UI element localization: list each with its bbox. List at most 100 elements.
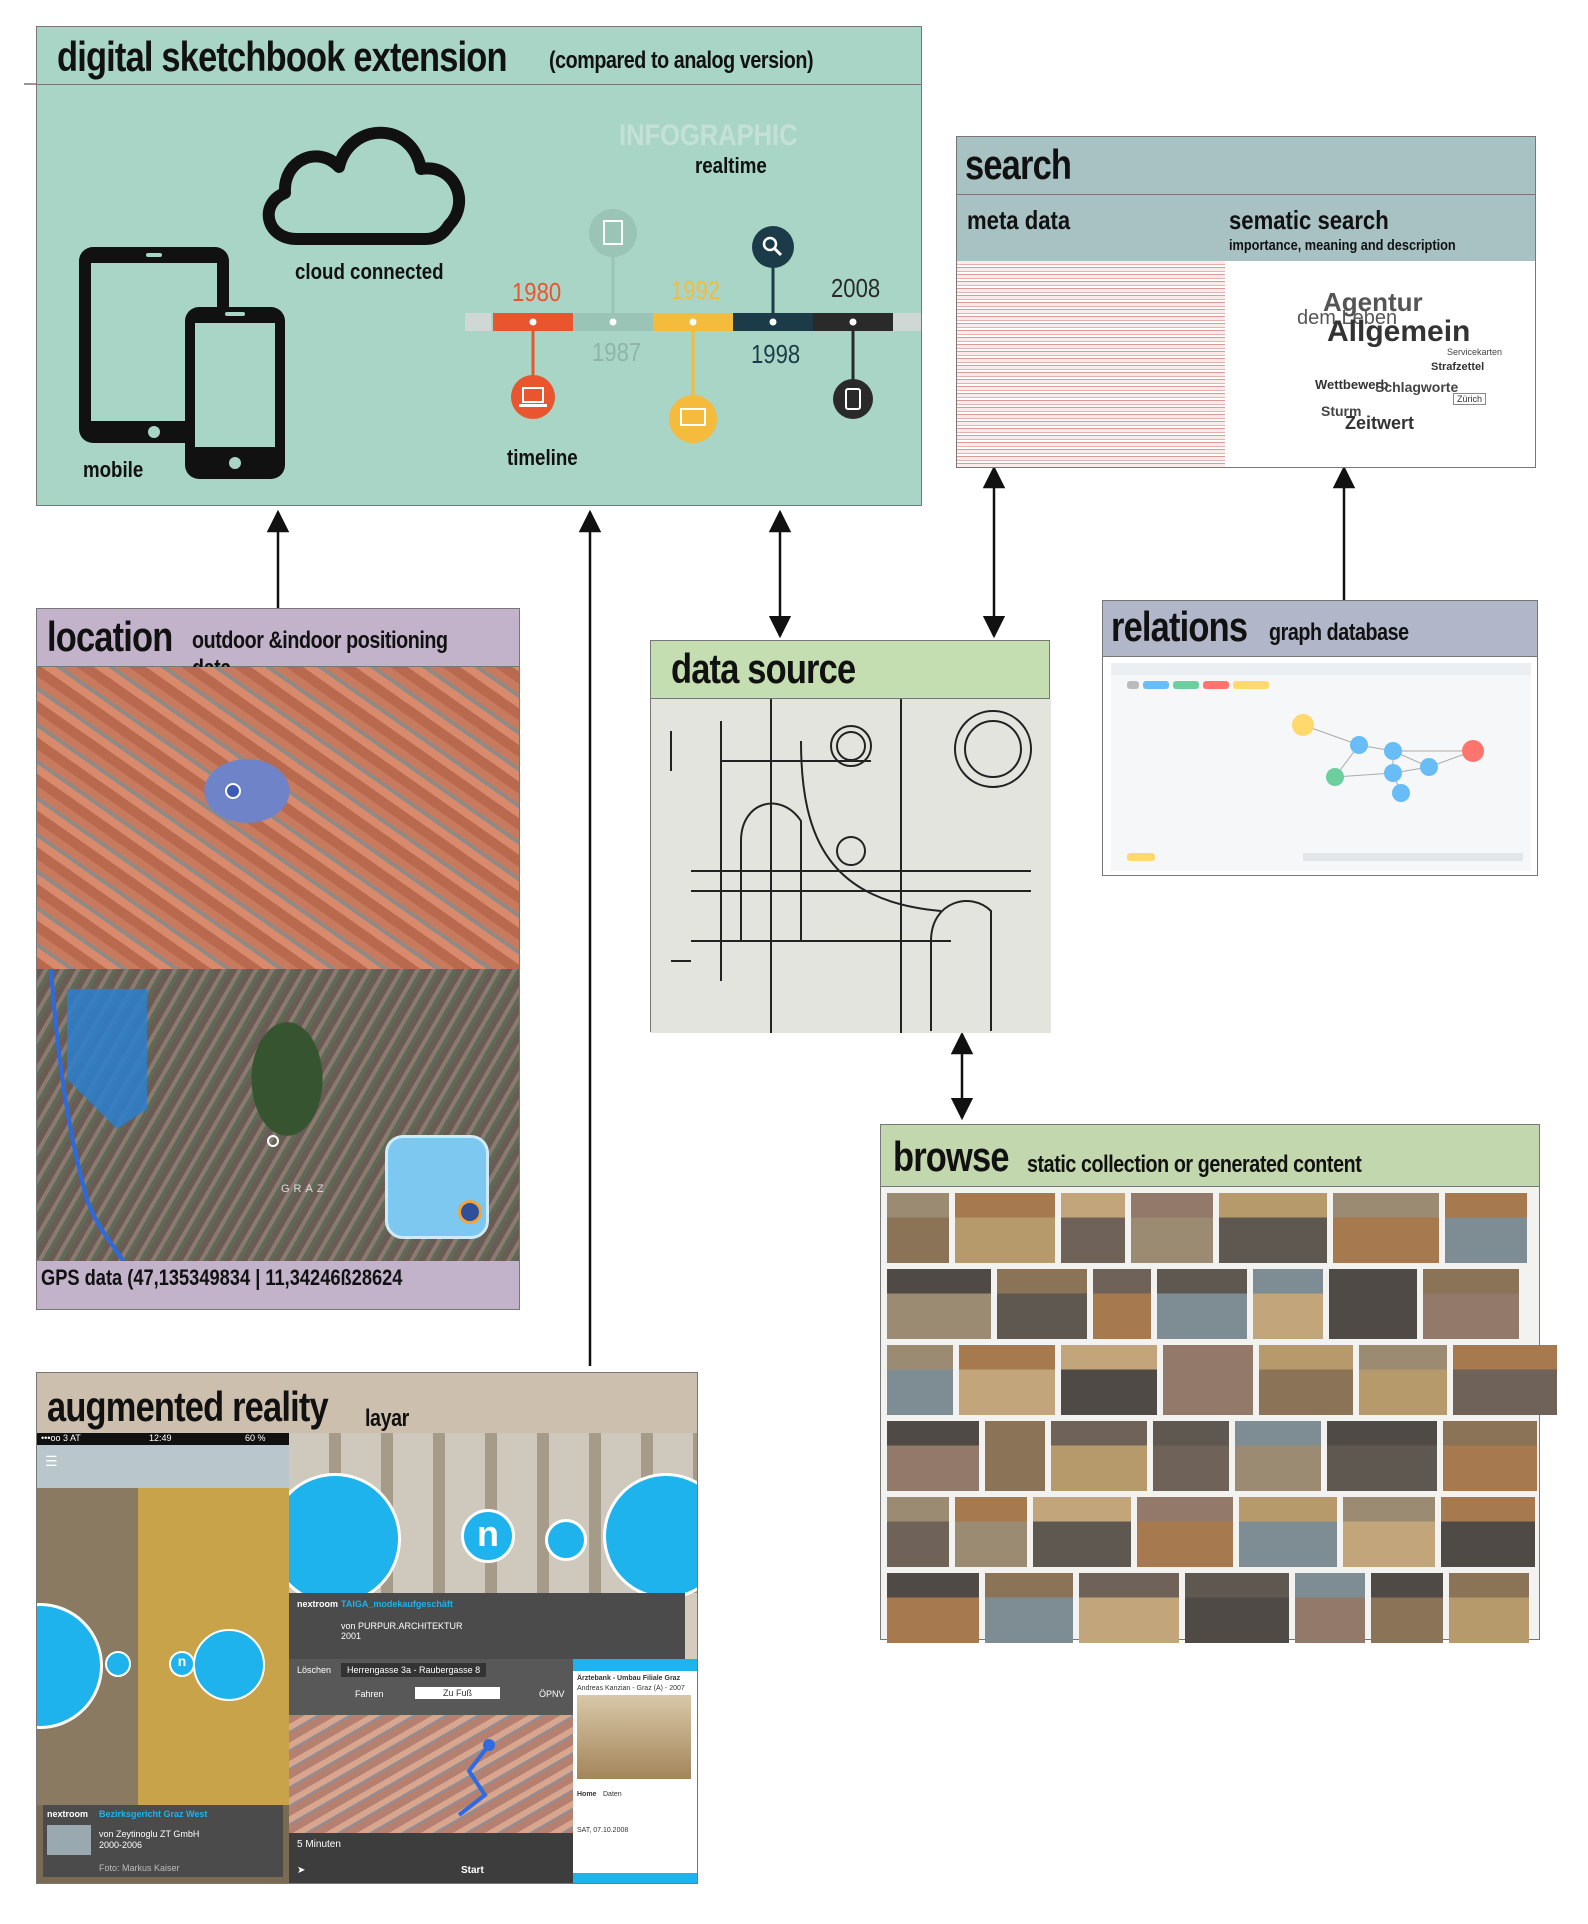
satellite-overlays xyxy=(49,969,279,1261)
browse-thumbnail[interactable] xyxy=(1033,1497,1131,1567)
browse-thumbnail[interactable] xyxy=(1235,1421,1321,1491)
side-tab-home[interactable]: Home xyxy=(577,1791,597,1798)
browse-thumbnail[interactable] xyxy=(955,1497,1027,1567)
location-marker-icon xyxy=(225,783,241,799)
graph-database-screenshot xyxy=(1111,663,1531,871)
browse-thumbnail[interactable] xyxy=(1441,1497,1535,1567)
browse-thumbnail[interactable] xyxy=(1371,1573,1443,1643)
browse-thumbnail[interactable] xyxy=(1185,1573,1289,1643)
browse-thumbnail[interactable] xyxy=(1327,1421,1437,1491)
ar-bubble-mid[interactable] xyxy=(545,1519,587,1561)
location-title: location xyxy=(47,613,173,660)
timeline-marker-1980 xyxy=(511,375,555,419)
browse-thumbnail[interactable] xyxy=(1137,1497,1233,1567)
map-city-label: GRAZ xyxy=(281,1183,328,1195)
ar-bubble-medium[interactable] xyxy=(193,1629,265,1701)
browse-thumbnail[interactable] xyxy=(1239,1497,1337,1567)
tab-walk[interactable]: Zu Fuß xyxy=(415,1687,501,1699)
browse-thumbnail[interactable] xyxy=(1219,1193,1327,1263)
browse-thumbnail[interactable] xyxy=(1449,1573,1529,1643)
browse-thumbnail[interactable] xyxy=(1359,1345,1447,1415)
browse-thumbnail[interactable] xyxy=(887,1345,953,1415)
browse-thumbnail[interactable] xyxy=(887,1193,949,1263)
browse-thumbnail[interactable] xyxy=(1329,1269,1417,1339)
ar-bubble-left[interactable] xyxy=(289,1473,401,1605)
browse-thumbnail[interactable] xyxy=(985,1573,1073,1643)
browse-thumbnail[interactable] xyxy=(1333,1193,1439,1263)
word-wettbewerb: Wettbewerb xyxy=(1315,377,1389,392)
browse-thumbnail[interactable] xyxy=(1343,1497,1435,1567)
ar-bubble-small[interactable] xyxy=(105,1651,131,1677)
realtime-label: realtime xyxy=(695,153,767,178)
infographic-label: INFOGRAPHIC xyxy=(619,119,798,152)
poi-bottom-title: Bezirksgericht Graz West xyxy=(99,1809,208,1819)
ar-phone-left: •••oo 3 AT 12:49 60 % ☰ n nextroom Bezir… xyxy=(37,1433,289,1883)
relations-title: relations xyxy=(1111,603,1248,650)
browse-thumbnail[interactable] xyxy=(887,1573,979,1643)
browse-thumbnail[interactable] xyxy=(887,1421,979,1491)
side-tab-data[interactable]: Daten xyxy=(603,1791,622,1798)
browse-header: browse static collection or generated co… xyxy=(881,1125,1539,1187)
meta-data-label: meta data xyxy=(967,205,1071,235)
start-button[interactable]: Start xyxy=(461,1865,484,1876)
browse-thumbnail[interactable] xyxy=(1093,1269,1151,1339)
browse-thumbnail[interactable] xyxy=(887,1497,949,1567)
timeline-marker-1998 xyxy=(752,226,794,268)
timeline-marker-2008 xyxy=(833,379,873,419)
browse-thumbnail[interactable] xyxy=(1443,1421,1537,1491)
data-source-panel: data source xyxy=(650,640,1051,1033)
browse-thumbnail[interactable] xyxy=(1163,1345,1253,1415)
timeline-label: timeline xyxy=(507,445,578,470)
location-panel: location outdoor &indoor positioning dat… xyxy=(36,608,520,1310)
browse-thumbnail[interactable] xyxy=(1453,1345,1557,1415)
browse-thumbnail[interactable] xyxy=(1061,1345,1157,1415)
poi-card-bottom[interactable]: nextroom Bezirksgericht Graz West von Ze… xyxy=(43,1805,283,1877)
browse-thumbnail[interactable] xyxy=(1131,1193,1213,1263)
poi-card-top[interactable]: nextroom TAIGA_modekaufgeschäft von PURP… xyxy=(289,1593,685,1659)
status-bar: •••oo 3 AT 12:49 60 % xyxy=(37,1433,289,1445)
browse-thumbnail[interactable] xyxy=(1445,1193,1527,1263)
browse-subtitle: static collection or generated content xyxy=(1027,1151,1362,1178)
status-battery: 60 % xyxy=(245,1433,266,1443)
brand-logo: nextroom xyxy=(47,1809,89,1819)
browse-thumbnail[interactable] xyxy=(1157,1269,1247,1339)
ar-phone-right: n nextroom TAIGA_modekaufgeschäft von PU… xyxy=(289,1433,697,1883)
navigate-icon[interactable]: ➤ xyxy=(297,1865,306,1876)
year-1998: 1998 xyxy=(751,339,801,369)
browse-thumbnail[interactable] xyxy=(997,1269,1087,1339)
browse-thumbnail[interactable] xyxy=(959,1345,1055,1415)
phone-icon xyxy=(185,307,285,479)
ar-bubble-n-large[interactable]: n xyxy=(461,1509,515,1563)
browse-thumbnail[interactable] xyxy=(1079,1573,1179,1643)
delete-route-button[interactable]: Löschen xyxy=(297,1665,332,1675)
cloud-icon xyxy=(262,126,465,245)
browse-thumbnail[interactable] xyxy=(1253,1269,1323,1339)
tab-public-transport[interactable]: ÖPNV xyxy=(539,1689,565,1699)
timeline-marker-1992 xyxy=(669,395,717,443)
browse-thumbnail[interactable] xyxy=(1259,1345,1353,1415)
route-input[interactable]: Herrengasse 3a - Raubergasse 8 xyxy=(341,1663,487,1677)
data-source-title: data source xyxy=(671,645,856,692)
browse-thumbnail[interactable] xyxy=(1051,1421,1147,1491)
word-allgemein: Allgemein xyxy=(1327,315,1471,348)
sketchbook-panel: digital sketchbook extension (compared t… xyxy=(36,26,922,506)
status-carrier: •••oo 3 AT xyxy=(41,1433,81,1443)
browse-title: browse xyxy=(893,1133,1009,1180)
ar-bubble-right[interactable] xyxy=(603,1473,697,1599)
browse-thumbnail[interactable] xyxy=(1423,1269,1519,1339)
ar-bubble-n[interactable]: n xyxy=(169,1651,195,1677)
ar-header: augmented reality layar xyxy=(37,1373,697,1433)
side-detail-panel: Ärztebank - Umbau Filiale Graz Andreas K… xyxy=(573,1659,697,1883)
browse-thumbnail[interactable] xyxy=(1153,1421,1229,1491)
sketchbook-title: digital sketchbook extension xyxy=(57,33,508,80)
browse-thumbnail[interactable] xyxy=(985,1421,1045,1491)
browse-thumbnail[interactable] xyxy=(955,1193,1055,1263)
word-cloud: Agentur dem Leben Allgemein Servicekarte… xyxy=(1225,261,1535,467)
browse-thumbnail[interactable] xyxy=(887,1269,991,1339)
sketch-drawing-image xyxy=(651,699,1051,1033)
menu-icon[interactable]: ☰ xyxy=(45,1453,58,1469)
browse-thumbnail[interactable] xyxy=(1061,1193,1125,1263)
word-agentur: Agentur xyxy=(1323,287,1423,317)
tab-drive[interactable]: Fahren xyxy=(355,1689,384,1699)
browse-thumbnail[interactable] xyxy=(1295,1573,1365,1643)
